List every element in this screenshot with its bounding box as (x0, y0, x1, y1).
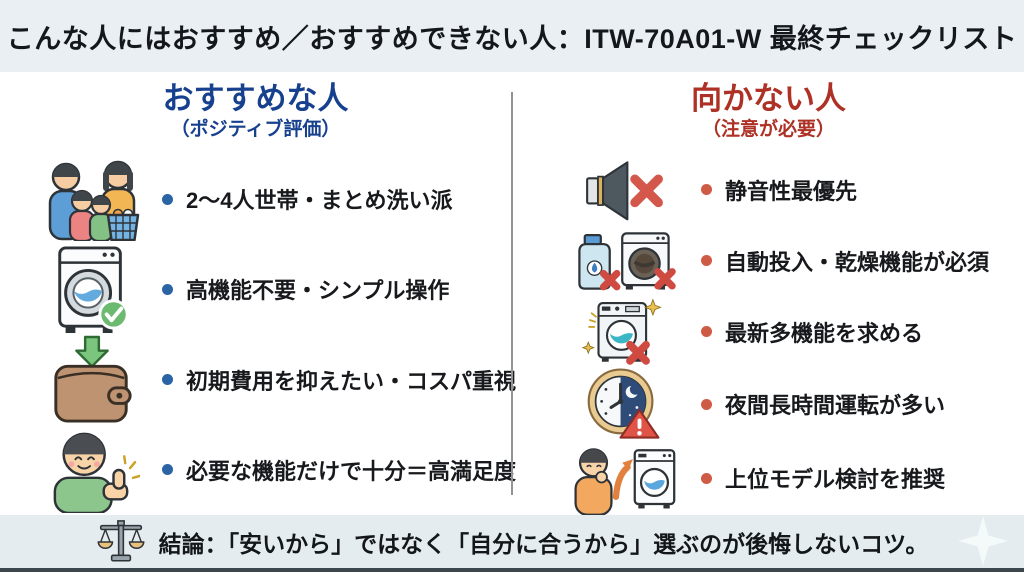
item-label: 高機能不要・シンプル操作 (186, 278, 450, 304)
recommended-title: おすすめな人 (162, 81, 349, 116)
list-item: 2〜4人世帯・まとめ洗い派 (0, 154, 511, 244)
upgrade-washer-icon (565, 441, 683, 515)
washer-check-icon (40, 244, 144, 334)
night-clock-warning-icon (565, 367, 683, 441)
bullet-icon (162, 374, 173, 386)
list-item: 自動投入・乾燥機能が必須 (513, 225, 1024, 296)
bullet-icon (701, 255, 712, 266)
not-recommended-column: 向かない人 （注意が必要） 静音性最優先 (513, 72, 1024, 515)
bullet-icon (162, 464, 173, 476)
bullet-icon (701, 398, 712, 410)
item-label: 静音性最優先 (725, 178, 858, 204)
list-item: 必要な機能だけで十分＝高満足度 (0, 425, 516, 515)
thumbs-up-person-icon (40, 427, 144, 513)
balance-scale-icon (96, 519, 146, 565)
bullet-icon (162, 283, 173, 295)
item-label: 必要な機能だけで十分＝高満足度 (186, 458, 517, 484)
item-label: 初期費用を抑えたい・コスパ重視 (186, 368, 517, 394)
footer-band: 結論：「安いから」ではなく「自分に合うから」選ぶのが後悔しないコツ。 (0, 515, 1024, 572)
item-label: 上位モデル検討を推奨 (725, 467, 946, 492)
detergent-washer-x-icon (565, 228, 683, 294)
list-item: 夜間長時間運転が多い (513, 367, 1024, 441)
family-icon (40, 157, 144, 242)
not-recommended-list: 静音性最優先 (513, 154, 1024, 515)
recommended-subtitle: （ポジティブ評価） (170, 118, 341, 140)
list-item: 上位モデル検討を推奨 (513, 441, 1024, 515)
list-item: 初期費用を抑えたい・コスパ重視 (0, 335, 516, 425)
wallet-save-icon (40, 335, 144, 425)
not-recommended-title: 向かない人 (691, 81, 846, 116)
main-content: おすすめな人 （ポジティブ評価） (0, 72, 1024, 515)
recommended-column: おすすめな人 （ポジティブ評価） (0, 72, 516, 515)
item-label: 最新多機能を求める (725, 320, 924, 346)
bullet-icon (701, 472, 712, 484)
sparkle-icon (958, 516, 1008, 566)
recommended-list: 2〜4人世帯・まとめ洗い派 (0, 154, 516, 515)
page-title: こんな人にはおすすめ／おすすめできない人：ITW-70A01-W 最終チェックリ… (6, 23, 1018, 54)
bullet-icon (701, 184, 712, 195)
column-divider (511, 92, 513, 495)
list-item: 高機能不要・シンプル操作 (0, 244, 511, 334)
conclusion-text: 結論：「安いから」ではなく「自分に合うから」選ぶのが後悔しないコツ。 (158, 530, 929, 557)
speaker-mute-icon (565, 159, 683, 221)
not-recommended-header: 向かない人 （注意が必要） (513, 72, 1024, 154)
list-item: 最新多機能を求める (513, 296, 1024, 367)
item-label: 2〜4人世帯・まとめ洗い派 (186, 188, 453, 214)
list-item: 静音性最優先 (513, 154, 1024, 225)
not-recommended-subtitle: （注意が必要） (701, 118, 835, 140)
item-label: 自動投入・乾燥機能が必須 (725, 249, 990, 275)
bullet-icon (162, 193, 173, 205)
new-washer-x-icon (565, 298, 683, 366)
header-band: こんな人にはおすすめ／おすすめできない人：ITW-70A01-W 最終チェックリ… (0, 0, 1024, 72)
bullet-icon (701, 326, 712, 337)
item-label: 夜間長時間運転が多い (725, 393, 946, 418)
recommended-header: おすすめな人 （ポジティブ評価） (0, 72, 511, 154)
